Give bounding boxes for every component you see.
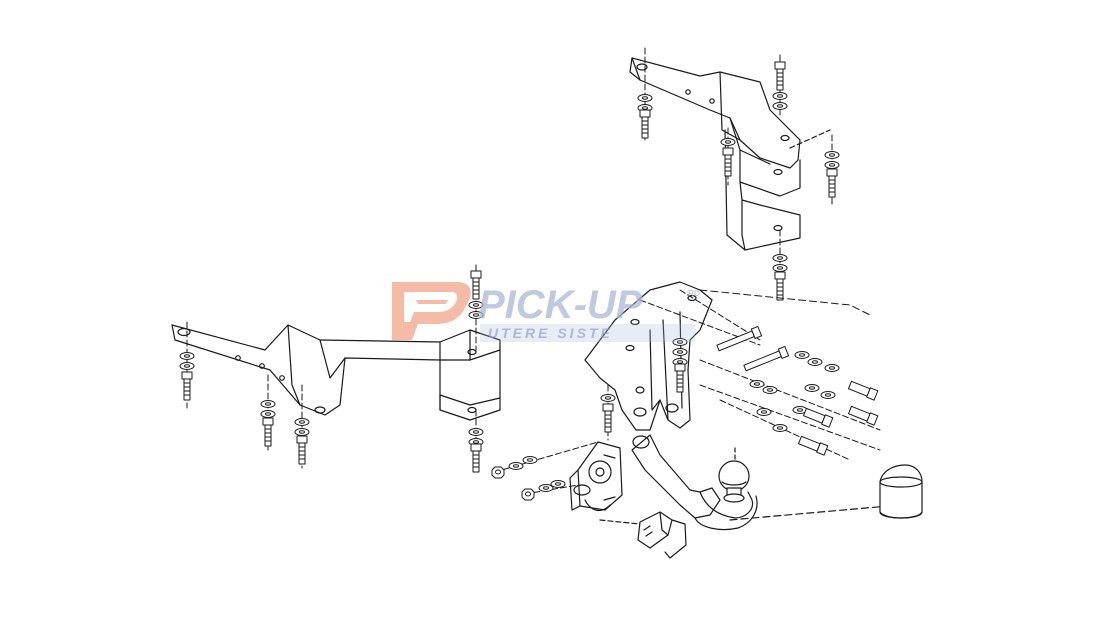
bracket-right-side — [629, 57, 831, 251]
bracket-left-side — [171, 324, 501, 421]
towball-neck — [631, 434, 758, 531]
fastener-set-center — [600, 289, 881, 461]
fastener-set-socket — [491, 441, 599, 501]
fastener-set-top-right — [637, 47, 840, 301]
central-mount-plate — [584, 281, 713, 431]
electric-connector — [599, 511, 687, 559]
watermark: PICK-UP RO UTERE SISTE — [392, 282, 700, 342]
fastener-set-left — [179, 264, 484, 473]
watermark-suffix: RO — [688, 289, 700, 298]
socket-plate — [569, 441, 623, 512]
watermark-brand: PICK-UP — [478, 283, 643, 327]
watermark-tagline: UTERE SISTE — [488, 325, 613, 341]
pickup-p-logo-icon — [392, 282, 471, 340]
ball-cover-cap — [729, 464, 923, 521]
